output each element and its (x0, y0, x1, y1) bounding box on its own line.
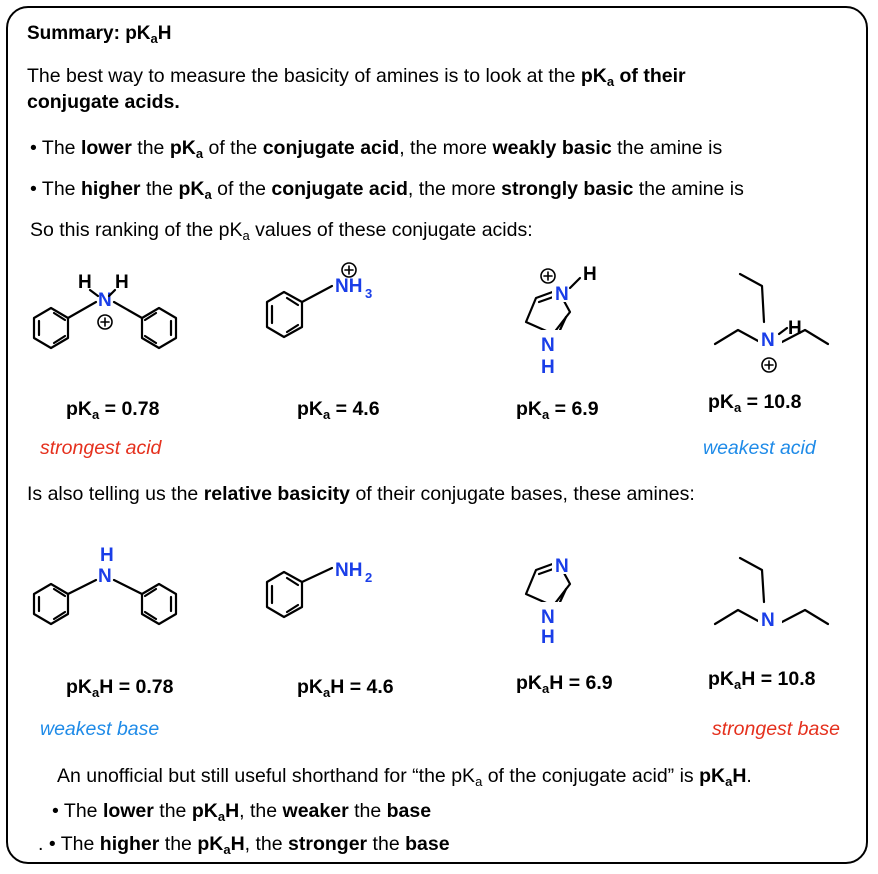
imidazole-structure: N N H (524, 554, 572, 648)
svg-text:N: N (98, 566, 112, 587)
svg-text:2: 2 (365, 570, 372, 585)
diphenylammonium-structure: N H H (32, 272, 178, 350)
anilinium-structure: NH 3 (265, 262, 372, 339)
bullet-higher-pka: • The higher the pKa of the conjugate ac… (30, 178, 744, 202)
acid-pka-diphenylamine: pKa = 0.78 (66, 398, 160, 422)
summary-card (6, 6, 868, 864)
aniline-structure: NH 2 (265, 560, 372, 619)
svg-text:H: H (583, 264, 597, 285)
bullet-lower-pkah: • The lower the pKaH, the weaker the bas… (52, 800, 432, 824)
svg-text:N: N (761, 610, 775, 631)
triethylammonium-structure: N H (713, 272, 830, 373)
svg-text:N: N (555, 556, 569, 577)
page-title: Summary: pKaH (27, 23, 172, 46)
diphenylamine-structure: H N (32, 545, 178, 626)
svg-text:N: N (555, 284, 569, 305)
svg-text:N: N (761, 330, 775, 351)
base-pkah-diphenylamine: pKaH = 0.78 (66, 676, 174, 700)
base-pkah-aniline: pKaH = 4.6 (297, 676, 394, 700)
strongest-base-label: strongest base (712, 718, 840, 740)
svg-text:N: N (541, 607, 555, 628)
svg-text:H: H (78, 272, 92, 293)
ranking-intro: So this ranking of the pKa values of the… (30, 219, 533, 243)
svg-text:H: H (541, 357, 555, 378)
imidazolium-structure: N N H H (524, 264, 597, 378)
base-pkah-imidazole: pKaH = 6.9 (516, 672, 613, 696)
acid-pka-triethylamine: pKa = 10.8 (708, 391, 802, 415)
svg-text:H: H (788, 318, 802, 339)
acid-pka-aniline: pKa = 4.6 (297, 398, 380, 422)
weakest-base-label: weakest base (40, 718, 160, 740)
bullet-lower-pka: • The lower the pKa of the conjugate aci… (30, 137, 723, 161)
svg-text:NH: NH (335, 560, 362, 581)
svg-text:3: 3 (365, 286, 372, 301)
triethylamine-structure: N (713, 556, 830, 631)
svg-text:H: H (541, 627, 555, 648)
weakest-acid-label: weakest acid (703, 437, 816, 459)
intro-line-1: The best way to measure the basicity of … (27, 65, 686, 89)
base-pkah-triethylamine: pKaH = 10.8 (708, 668, 816, 692)
svg-text:NH: NH (335, 276, 362, 297)
svg-text:H: H (115, 272, 129, 293)
bullet-higher-pkah: . • The higher the pKaH, the stronger th… (38, 833, 450, 857)
strongest-acid-label: strongest acid (40, 437, 162, 459)
acid-pka-imidazole: pKa = 6.9 (516, 398, 599, 422)
svg-text:H: H (100, 545, 114, 566)
shorthand-text: An unofficial but still useful shorthand… (57, 765, 752, 789)
basicity-intro: Is also telling us the relative basicity… (27, 483, 695, 505)
svg-text:N: N (98, 290, 112, 311)
intro-line-2: conjugate acids. (27, 91, 180, 113)
svg-text:N: N (541, 335, 555, 356)
